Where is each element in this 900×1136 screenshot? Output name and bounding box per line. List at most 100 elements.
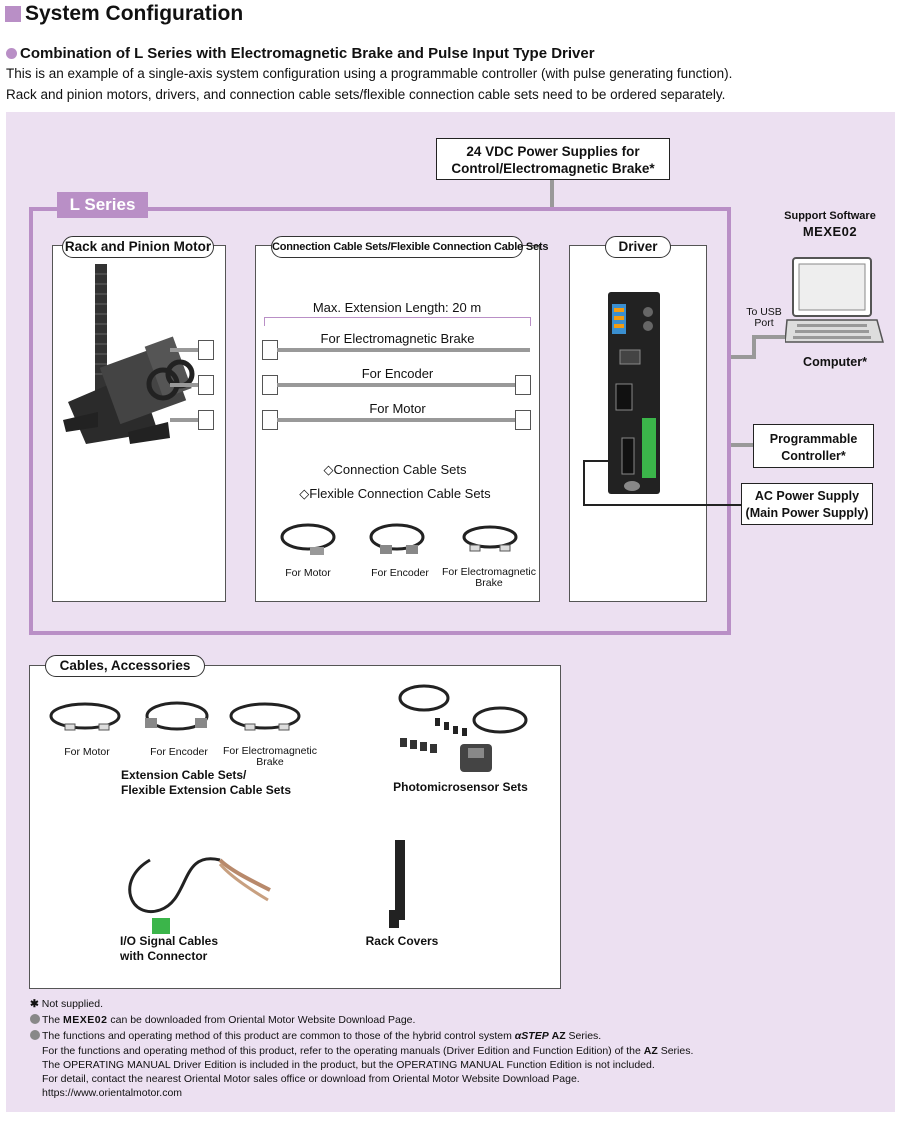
motor-connector-motor [198, 410, 214, 430]
connection-cable-sets-label: ◇Connection Cable Sets [323, 462, 467, 477]
footnote-az-name: AZ [551, 1030, 566, 1042]
not-supplied-mark: * [649, 161, 655, 176]
cable-motor-connector-left [262, 410, 278, 430]
cable-label-brake: For Electromagnetic Brake [320, 331, 475, 346]
support-software-name: MEXE02 [802, 224, 858, 239]
intro-line-1: This is an example of a single-axis syst… [6, 66, 733, 81]
cable-image-label-encoder: For Encoder [371, 567, 429, 579]
bullet-icon [30, 1030, 40, 1040]
ac-wire-to-driver [583, 460, 609, 462]
footnote-az-brand: αSTEP [514, 1030, 549, 1042]
footnote-not-supplied: ✱ Not supplied. [30, 998, 104, 1010]
motor-connector-encoder [198, 375, 214, 395]
support-software-label: Support Software [784, 210, 876, 222]
computer-icon [785, 257, 884, 343]
motor-cable-2 [170, 383, 200, 387]
ext-label-motor: For Motor [64, 746, 110, 758]
max-extension-label: Max. Extension Length: 20 m [312, 300, 482, 315]
power-supply-line-2-text: Control/Electromagnetic Brake [451, 161, 650, 176]
cable-motor [277, 418, 515, 422]
motor-cable-1 [170, 348, 200, 352]
footnote-url[interactable]: https://www.orientalmotor.com [42, 1087, 183, 1099]
intro-line-2: Rack and pinion motors, drivers, and con… [6, 87, 726, 102]
driver-image [608, 292, 660, 494]
programmable-controller-box: Programmable Controller* [753, 424, 874, 468]
ext-title-line2: Flexible Extension Cable Sets [121, 783, 292, 797]
usb-wire-vertical [752, 335, 756, 359]
rack-cover-image [389, 840, 405, 928]
footnote-line-3: The OPERATING MANUAL Driver Edition is i… [42, 1059, 655, 1071]
accessories-title: Cables, Accessories [45, 655, 205, 677]
extension-bracket [264, 317, 531, 326]
driver-section-label: Driver [605, 236, 671, 258]
footnote-az-post: Series. [568, 1030, 602, 1042]
cable-image-label-brake-line2: Brake [475, 577, 503, 589]
photomicrosensor-label: Photomicrosensor Sets [393, 780, 528, 794]
footnote-not-supplied-text: Not supplied. [41, 998, 104, 1010]
footnote-line2-az: AZ [643, 1045, 658, 1057]
cable-image-label-brake: For Electromagnetic Brake [440, 567, 538, 589]
rack-pinion-motor-image [63, 264, 195, 444]
footnote-mexe-name: MEXE02 [63, 1014, 108, 1026]
ac-power-line-2: (Main Power Supply) [745, 506, 869, 520]
ac-wire-vertical [583, 460, 585, 506]
plc-line-2: Controller* [754, 448, 873, 465]
footnote-mexe: The MEXE02 can be downloaded from Orient… [30, 1014, 415, 1026]
flexible-cable-sets-label: ◇Flexible Connection Cable Sets [299, 486, 491, 501]
ac-power-supply-box: AC Power Supply (Main Power Supply) [741, 483, 873, 525]
extension-cable-images [49, 701, 301, 731]
cable-image-label-motor: For Motor [285, 567, 331, 579]
io-label-line1: I/O Signal Cables [120, 934, 219, 948]
io-signal-cable-image [128, 857, 271, 934]
cable-brake [277, 348, 530, 352]
cable-motor-connector-right [515, 410, 531, 430]
subheading: Combination of L Series with Electromagn… [6, 45, 595, 62]
cable-product-images [280, 523, 518, 555]
computer-label-text: Computer [803, 355, 863, 369]
computer-not-supplied-mark: * [862, 355, 867, 369]
motor-connector-brake [198, 340, 214, 360]
motor-cable-3 [170, 418, 200, 422]
footnote-mexe-pre: The [42, 1014, 61, 1026]
bullet-icon [30, 1014, 40, 1024]
usb-port-label: To USB Port [740, 307, 788, 329]
footnote-line-4: For detail, contact the nearest Oriental… [42, 1073, 580, 1085]
cable-label-encoder: For Encoder [361, 366, 434, 381]
plc-line-2-text: Controller [781, 449, 841, 463]
title-square-icon [5, 6, 21, 22]
usb-wire-to-pc [752, 335, 788, 339]
footnote-mexe-post: can be downloaded from Oriental Motor We… [110, 1014, 416, 1026]
ext-label-encoder: For Encoder [150, 746, 208, 758]
subheading-text: Combination of L Series with Electromagn… [20, 45, 595, 62]
section-title-text: System Configuration [25, 2, 244, 25]
cables-section-label: Connection Cable Sets/Flexible Connectio… [271, 236, 548, 258]
footnote-line2-post: Series. [660, 1045, 694, 1057]
power-supply-line-1: 24 VDC Power Supplies for [466, 144, 640, 159]
cables-box [255, 245, 540, 602]
motor-section-label: Rack and Pinion Motor [62, 236, 214, 258]
power-supply-box: 24 VDC Power Supplies for Control/Electr… [436, 138, 670, 180]
photomicrosensor-image [398, 684, 528, 772]
footnote-line-2: For the functions and operating method o… [42, 1045, 693, 1057]
usb-line-1: To USB [746, 306, 782, 318]
cable-image-label-brake-line1: For Electromagnetic [442, 566, 536, 578]
ext-label-brake-line1: For Electromagnetic [223, 745, 317, 757]
ext-title-line1: Extension Cable Sets/ [121, 768, 247, 782]
cable-brake-connector-left [262, 340, 278, 360]
usb-line-2: Port [754, 317, 774, 329]
rack-cover-label: Rack Covers [365, 934, 439, 948]
cable-encoder [277, 383, 515, 387]
computer-label: Computer* [780, 355, 890, 369]
ac-wire-horizontal [583, 504, 741, 506]
io-signal-cable-label: I/O Signal Cables with Connector [120, 934, 234, 964]
footnote-az: The functions and operating method of th… [30, 1030, 601, 1042]
power-supply-line-2: Control/Electromagnetic Brake* [437, 160, 669, 177]
plc-line-1: Programmable [769, 432, 858, 446]
footnote-az-pre: The functions and operating method of th… [42, 1030, 512, 1042]
ext-label-brake: For Electromagnetic Brake [222, 746, 318, 768]
cable-label-motor: For Motor [369, 401, 426, 416]
l-series-tab: L Series [57, 192, 148, 218]
extension-cable-title: Extension Cable Sets/ Flexible Extension… [121, 768, 291, 798]
io-label-line2: with Connector [120, 949, 208, 963]
cable-encoder-connector-left [262, 375, 278, 395]
